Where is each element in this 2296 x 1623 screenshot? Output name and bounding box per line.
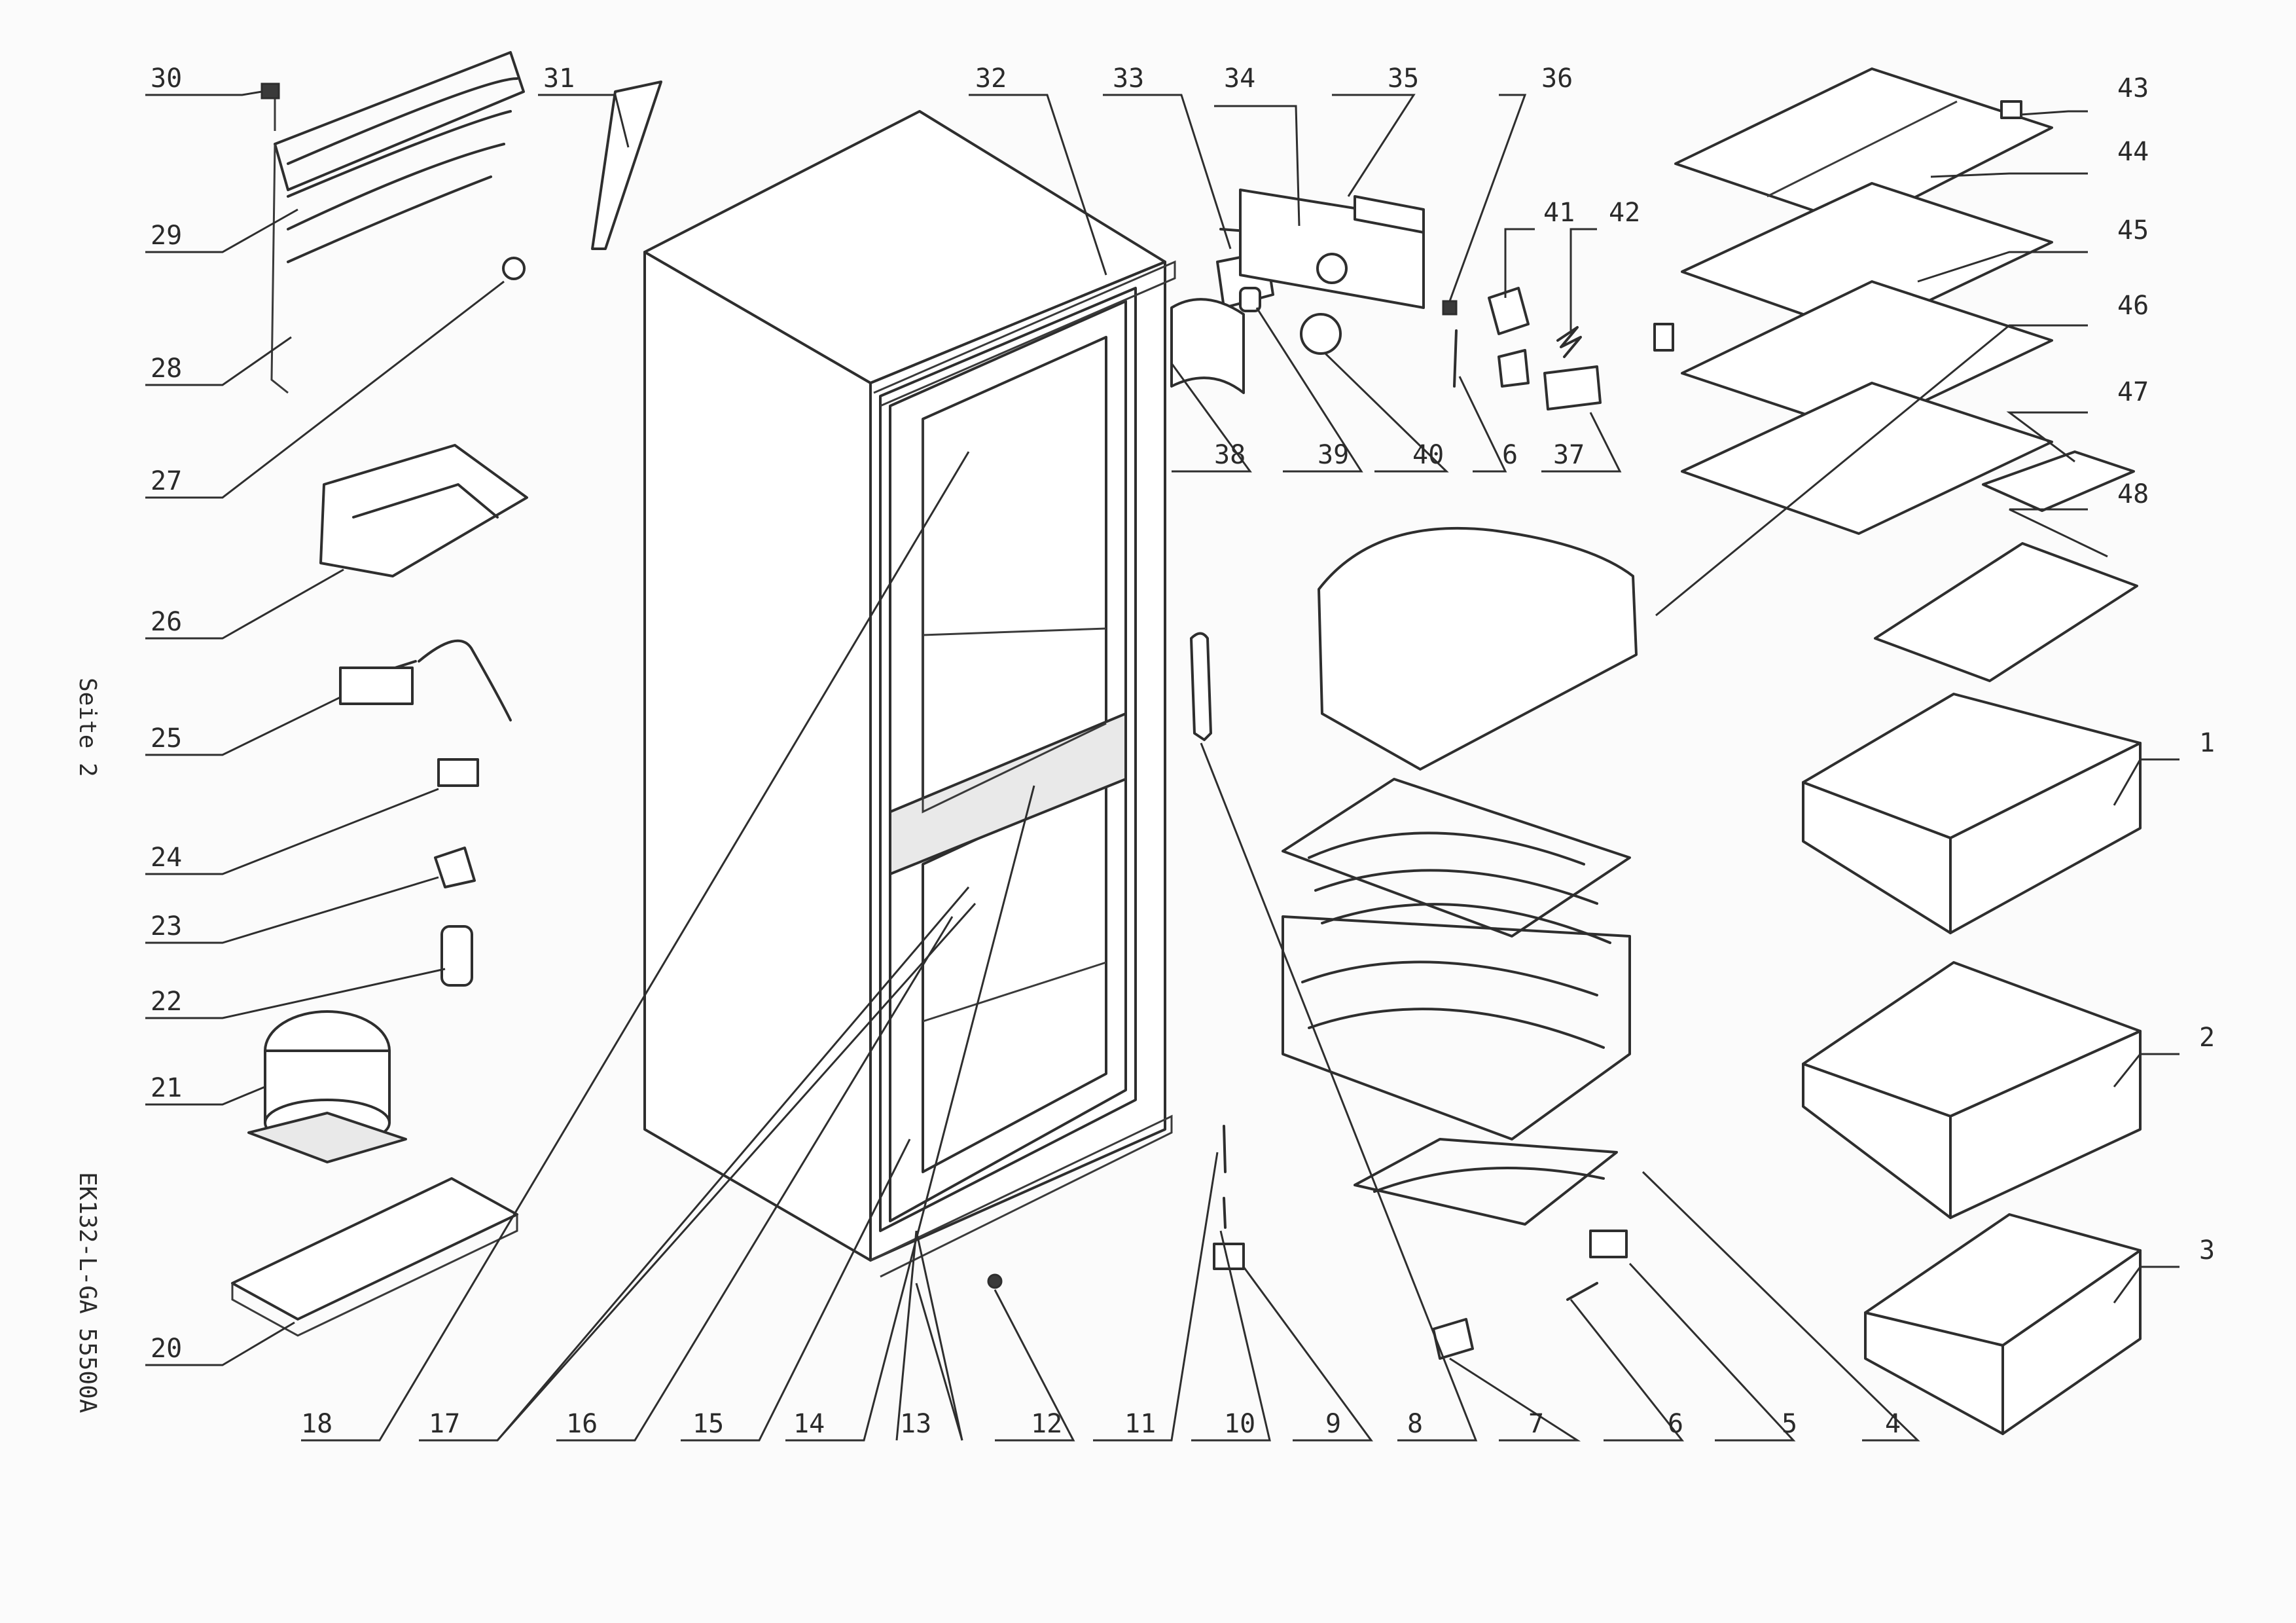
part-25-plug — [339, 666, 414, 705]
callout-12: 12 — [1031, 1409, 1062, 1439]
part-6-screw — [1566, 1282, 1598, 1301]
part-42-spring — [1556, 326, 1582, 358]
callout-14: 14 — [793, 1409, 825, 1439]
part-1-drawer — [1802, 693, 2142, 934]
part-37-connector — [1543, 365, 1602, 410]
part-3-drawer — [1864, 1213, 2142, 1435]
callout-1: 1 — [2199, 728, 2215, 758]
part-12-grommet — [987, 1273, 1003, 1289]
callout-labels: 1 2 3 4 5 6 7 8 9 10 11 12 13 14 15 16 1… — [151, 64, 2215, 1439]
part-5-clip — [1589, 1230, 1628, 1258]
callout-27: 27 — [151, 466, 182, 496]
callout-34: 34 — [1224, 64, 1255, 94]
callout-28: 28 — [151, 354, 182, 384]
part-6-screw-top — [1453, 329, 1458, 388]
callout-10: 10 — [1224, 1409, 1255, 1439]
part-48-tray-top — [1874, 542, 2138, 682]
callout-24: 24 — [151, 843, 182, 873]
callout-36: 36 — [1541, 64, 1573, 94]
callout-26: 26 — [151, 607, 182, 637]
callout-35: 35 — [1388, 64, 1419, 94]
callout-40: 40 — [1412, 440, 1444, 470]
callout-9: 9 — [1325, 1409, 1341, 1439]
callout-3: 3 — [2199, 1235, 2215, 1266]
callout-43: 43 — [2117, 73, 2149, 103]
cabinet-body — [643, 110, 1176, 1278]
callout-20: 20 — [151, 1334, 182, 1364]
callout-39: 39 — [1318, 440, 1349, 470]
part-2-drawer — [1802, 961, 2142, 1219]
part-22-capacitor — [440, 925, 473, 987]
part-46-door-bin — [1318, 526, 1638, 771]
part-20-base-plate — [231, 1177, 518, 1337]
part-38-cover — [1170, 298, 1245, 394]
part-11-screw — [1223, 1125, 1227, 1173]
part-36 — [1442, 300, 1458, 316]
callout-33: 33 — [1113, 64, 1144, 94]
part-7-latch — [1432, 1318, 1474, 1360]
callout-6-top: 6 — [1502, 440, 1518, 470]
callout-30: 30 — [151, 64, 182, 94]
callout-45: 45 — [2117, 215, 2149, 246]
callout-17: 17 — [429, 1409, 460, 1439]
part-23 — [434, 847, 476, 888]
callout-22: 22 — [151, 987, 182, 1017]
callout-31: 31 — [543, 64, 575, 94]
callout-48: 48 — [2117, 479, 2149, 509]
callout-46: 46 — [2117, 291, 2149, 321]
callout-44: 44 — [2117, 137, 2149, 167]
callout-25: 25 — [151, 723, 182, 754]
part-40-knob — [1300, 313, 1342, 355]
part-30 — [260, 82, 280, 100]
callout-16: 16 — [566, 1409, 598, 1439]
callout-42: 42 — [1609, 198, 1640, 228]
part-26-tray — [319, 444, 528, 577]
callout-29: 29 — [151, 221, 182, 251]
part-41-switch — [1488, 287, 1530, 335]
part-21-compressor — [247, 1010, 407, 1163]
callout-7: 7 — [1528, 1409, 1544, 1439]
part-10-screw — [1223, 1197, 1227, 1229]
part-24 — [437, 758, 479, 787]
callout-2: 2 — [2199, 1023, 2215, 1053]
part-37a — [1498, 349, 1530, 388]
callout-18: 18 — [301, 1409, 332, 1439]
part-8-thermostat-probe — [1190, 632, 1212, 741]
callout-13: 13 — [900, 1409, 931, 1439]
callout-5: 5 — [1782, 1409, 1797, 1439]
callout-37: 37 — [1553, 440, 1585, 470]
callout-21: 21 — [151, 1073, 182, 1103]
callout-11: 11 — [1124, 1409, 1156, 1439]
glass-shelves — [1674, 67, 2053, 535]
callout-38: 38 — [1214, 440, 1246, 470]
condenser-coil — [270, 51, 525, 394]
part-39-bulb — [1239, 287, 1261, 312]
callout-41: 41 — [1543, 198, 1575, 228]
part-clip — [1653, 323, 1674, 352]
part-31-rail — [591, 81, 662, 250]
part-43-clip — [2000, 100, 2022, 119]
part-35-control-panel — [1239, 189, 1425, 309]
callout-6-bottom: 6 — [1668, 1409, 1683, 1439]
callout-8: 8 — [1407, 1409, 1423, 1439]
part-47-ice-tray — [1982, 450, 2135, 512]
callout-47: 47 — [2117, 377, 2149, 407]
callout-23: 23 — [151, 911, 182, 941]
part-27-grommet — [502, 257, 526, 280]
callout-32: 32 — [975, 64, 1007, 94]
callout-15: 15 — [692, 1409, 724, 1439]
leader-lines — [145, 90, 2179, 1442]
evaporator-upper — [1282, 778, 1631, 1140]
callout-4: 4 — [1885, 1409, 1901, 1439]
page-label: Seite 2 — [74, 678, 101, 777]
model-code: EK132-L-GA 55500A — [74, 1172, 101, 1413]
evaporator-lower — [1354, 1138, 1618, 1226]
